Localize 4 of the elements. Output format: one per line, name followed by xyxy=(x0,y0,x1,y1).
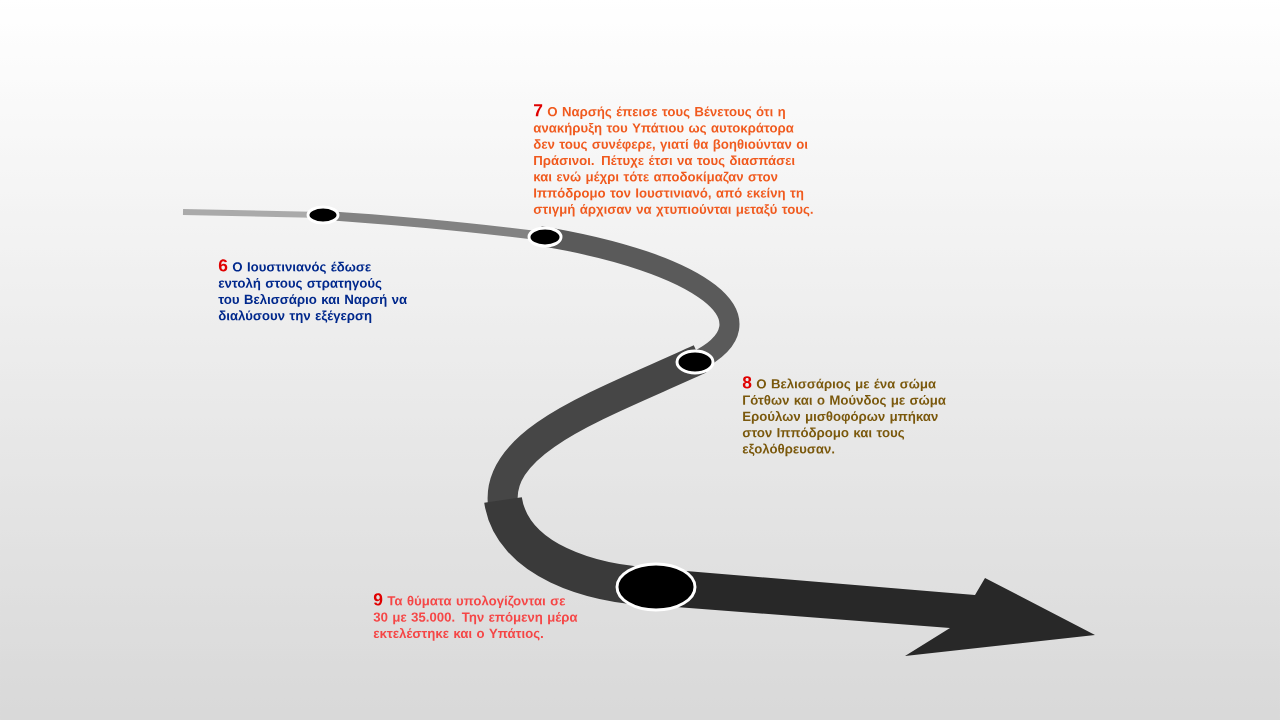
event-note: 7 Ο Ναρσής έπεισε τους Βένετους ότι η ανακήρυξη του Υπάτιου ως αυτοκράτορα δεν τους συνέφερε, γιατί θα βοηθιούνταν οι Πράσινοι. Πέτυχε έτσι να τους διασπάσει και ενώ μέχρι τότε αποδοκίμαζαν στον Ιππόδρομο τον Ιουστινιανό, από εκείνη τη στιγμή άρχισαν να χτυπιούνται μεταξύ τους. xyxy=(533,104,813,217)
event-note: 6 Ο Ιουστινιανός έδωσε εντολή στους στρατηγούς του Βελισσάριο και Ναρσή να διαλύσουν την εξέγερση xyxy=(218,259,407,323)
event-note: 8 Ο Βελισσάριος με ένα σώμα Γότθων και ο Μούνδος με σώμα Ερούλων μισθοφόρων μπήκαν στον Ιππόδρομο και τους εξολόθρευσαν. xyxy=(742,376,946,457)
event-note: 9 Τα θύματα υπολογίζονται σε 30 με 35.000. Την επόμενη μέρα εκτελέστηκε και ο Υπάτιος. xyxy=(373,593,578,641)
